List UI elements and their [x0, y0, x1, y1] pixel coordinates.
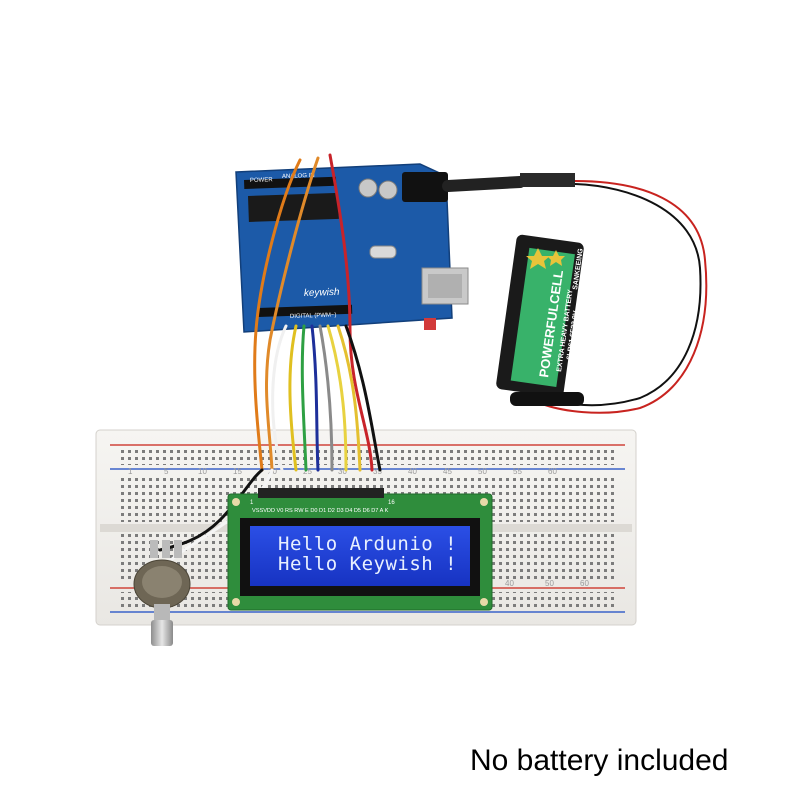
- jumper-wires: [158, 153, 382, 572]
- board-analog-label: ANALOG IN: [282, 173, 315, 180]
- bb-num: 35: [373, 467, 382, 476]
- bb-num: 50: [545, 579, 554, 588]
- lcd-module: VSSVDD V0 RS RW E D0 D1 D2 D3 D4 D5 D6 D…: [227, 488, 493, 611]
- potentiometer: [133, 540, 191, 646]
- lcd-pin-last: 16: [388, 500, 395, 506]
- bb-num: 55: [513, 467, 522, 476]
- bb-num: 60: [580, 579, 589, 588]
- lcd-line-1: Hello Ardunio !: [278, 533, 457, 555]
- lcd-line-2: Hello Keywish !: [278, 553, 457, 575]
- battery-9v: POWERFULCELL EXTRA HEAVY BATTERY 6LR61 6…: [496, 234, 585, 406]
- board-power-label: POWER: [250, 177, 274, 184]
- bb-num: 10: [198, 467, 207, 476]
- bb-num: 40: [408, 467, 417, 476]
- bb-num: 1: [128, 467, 133, 476]
- board-logo: keywish: [304, 287, 340, 299]
- bb-num: 5: [164, 467, 169, 476]
- lcd-pin-first: 1: [250, 500, 254, 506]
- bb-num: 45: [443, 467, 452, 476]
- board-digital-label: DIGITAL (PWM~): [290, 312, 337, 320]
- power-cable: [442, 173, 708, 414]
- bb-num: 15: [233, 467, 242, 476]
- bb-num: 30: [338, 467, 347, 476]
- bb-num: 50: [478, 467, 487, 476]
- bb-num: 60: [548, 467, 557, 476]
- bb-num: 40: [505, 579, 514, 588]
- caption-text: No battery included: [470, 744, 729, 777]
- bb-num: 25: [303, 467, 312, 476]
- lcd-pin-labels: VSSVDD V0 RS RW E D0 D1 D2 D3 D4 D5 D6 D…: [252, 508, 389, 514]
